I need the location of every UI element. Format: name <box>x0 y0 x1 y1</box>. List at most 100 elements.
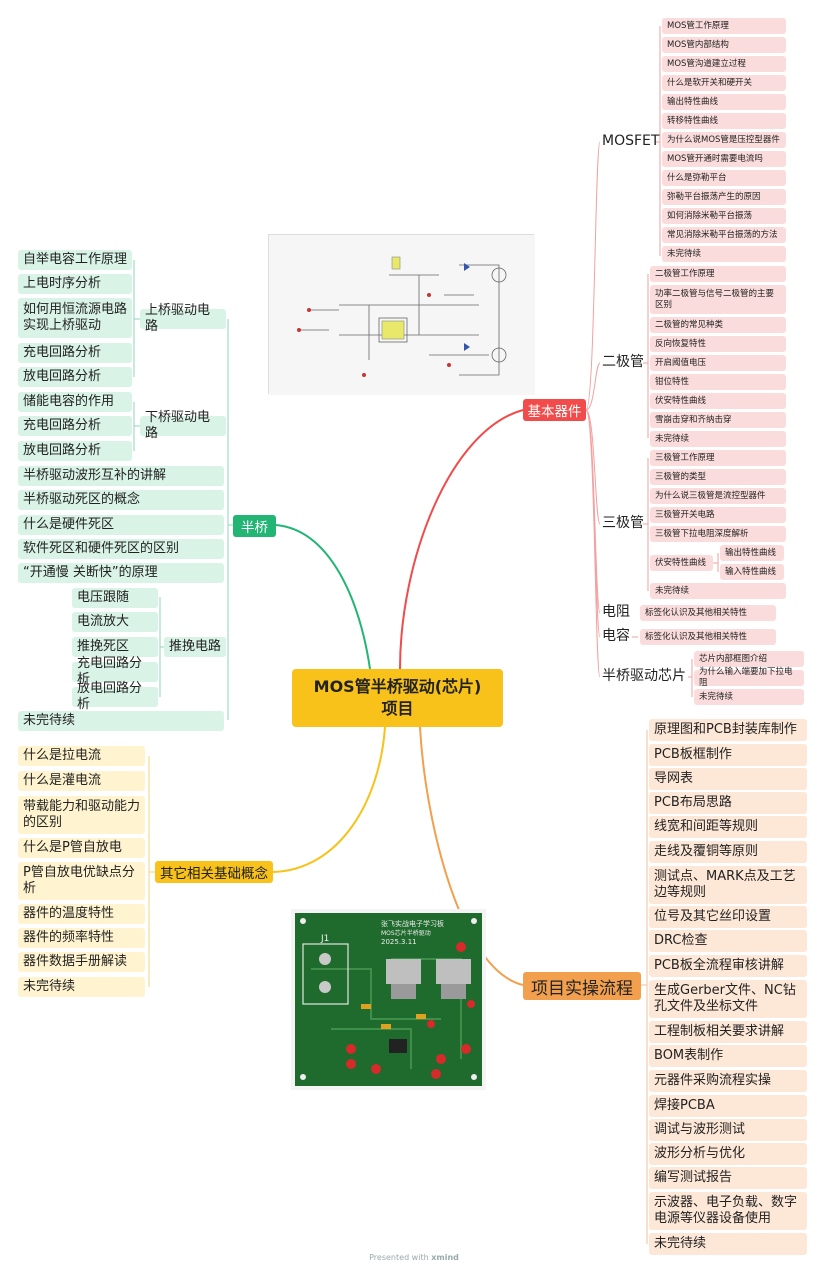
transistor-item[interactable]: 三极管下拉电阻深度解析 <box>650 526 786 542</box>
pushpull-item[interactable]: 电压跟随 <box>72 588 158 608</box>
chip-item[interactable]: 未完待续 <box>694 689 804 705</box>
branch-basic[interactable]: 基本器件 <box>523 399 586 421</box>
practice-item[interactable]: 焊接PCBA <box>649 1095 807 1117</box>
topic-transistor[interactable]: 三极管 <box>602 515 644 532</box>
lower-item[interactable]: 充电回路分析 <box>18 416 132 436</box>
mosfet-item[interactable]: 常见消除米勒平台振荡的方法 <box>662 227 786 243</box>
topic-push-pull[interactable]: 推挽电路 <box>164 637 226 657</box>
concept-item[interactable]: 带载能力和驱动能力的区别 <box>18 796 145 834</box>
diode-item[interactable]: 二极管的常见种类 <box>650 317 786 333</box>
branch-concepts[interactable]: 其它相关基础概念 <box>155 861 273 883</box>
footer-prefix: Presented with <box>369 1253 429 1262</box>
concept-item[interactable]: 什么是灌电流 <box>18 771 145 791</box>
practice-item[interactable]: PCB布局思路 <box>649 792 807 814</box>
mosfet-item[interactable]: MOS管沟道建立过程 <box>662 56 786 72</box>
practice-item[interactable]: 工程制板相关要求讲解 <box>649 1021 807 1043</box>
transistor-item[interactable]: 三极管开关电路 <box>650 507 786 523</box>
topic-upper-bridge[interactable]: 上桥驱动电路 <box>140 303 226 334</box>
half-bridge-item[interactable]: “开通慢 关断快”的原理 <box>18 563 224 583</box>
upper-item[interactable]: 自举电容工作原理 <box>18 250 132 270</box>
concept-item[interactable]: 什么是P管自放电 <box>18 838 145 858</box>
mosfet-item[interactable]: 什么是软开关和硬开关 <box>662 75 786 91</box>
mosfet-item[interactable]: 未完待续 <box>662 246 786 262</box>
practice-item[interactable]: 元器件采购流程实操 <box>649 1070 807 1092</box>
transistor-item[interactable]: 为什么说三极管是流控型器件 <box>650 488 786 504</box>
mosfet-item[interactable]: MOS管内部结构 <box>662 37 786 53</box>
mosfet-item[interactable]: MOS管开通时需要电流吗 <box>662 151 786 167</box>
half-bridge-item[interactable]: 什么是硬件死区 <box>18 515 224 535</box>
diode-item[interactable]: 开启阈值电压 <box>650 355 786 371</box>
practice-item[interactable]: PCB板全流程审核讲解 <box>649 955 807 977</box>
concept-item[interactable]: P管自放电优缺点分析 <box>18 862 145 900</box>
practice-item[interactable]: 位号及其它丝印设置 <box>649 906 807 928</box>
topic-lower-bridge[interactable]: 下桥驱动电路 <box>140 410 226 441</box>
practice-item[interactable]: 走线及覆铜等原则 <box>649 841 807 863</box>
diode-item[interactable]: 二极管工作原理 <box>650 266 786 282</box>
concept-item[interactable]: 未完待续 <box>18 977 145 997</box>
diode-item[interactable]: 未完待续 <box>650 431 786 447</box>
pushpull-item[interactable]: 推挽死区 <box>72 637 158 657</box>
topic-halfbridge-chip[interactable]: 半桥驱动芯片 <box>602 668 686 685</box>
practice-item[interactable]: 线宽和间距等规则 <box>649 816 807 838</box>
topic-mosfet[interactable]: MOSFET <box>602 133 660 150</box>
practice-item[interactable]: BOM表制作 <box>649 1045 807 1067</box>
concept-item[interactable]: 器件的频率特性 <box>18 928 145 948</box>
practice-item[interactable]: 示波器、电子负载、数字电源等仪器设备使用 <box>649 1192 807 1230</box>
central-topic[interactable]: MOS管半桥驱动(芯片)项目 <box>292 669 503 727</box>
transistor-item[interactable]: 三极管的类型 <box>650 469 786 485</box>
practice-item[interactable]: 生成Gerber文件、NC钻孔文件及坐标文件 <box>649 980 807 1018</box>
concept-item[interactable]: 什么是拉电流 <box>18 746 145 766</box>
pushpull-item[interactable]: 充电回路分析 <box>72 656 158 687</box>
practice-item[interactable]: DRC检查 <box>649 930 807 952</box>
branch-half-bridge[interactable]: 半桥 <box>233 515 276 537</box>
transistor-curve-item[interactable]: 输出特性曲线 <box>720 545 784 561</box>
mosfet-item[interactable]: MOS管工作原理 <box>662 18 786 34</box>
practice-item[interactable]: 测试点、MARK点及工艺边等规则 <box>649 866 807 904</box>
chip-item[interactable]: 芯片内部框图介绍 <box>694 651 804 667</box>
practice-item[interactable]: 导网表 <box>649 768 807 790</box>
mosfet-item[interactable]: 输出特性曲线 <box>662 94 786 110</box>
mosfet-item[interactable]: 什么是弥勒平台 <box>662 170 786 186</box>
upper-item[interactable]: 如何用恒流源电路实现上桥驱动 <box>18 298 132 338</box>
topic-capacitor[interactable]: 电容 <box>602 628 630 645</box>
practice-item[interactable]: 原理图和PCB封装库制作 <box>649 719 807 741</box>
upper-item[interactable]: 上电时序分析 <box>18 274 132 294</box>
pushpull-item[interactable]: 放电回路分析 <box>72 681 158 712</box>
practice-item[interactable]: 未完待续 <box>649 1233 807 1255</box>
chip-item[interactable]: 为什么输入端要加下拉电阻 <box>694 667 804 688</box>
diode-item[interactable]: 钳位特性 <box>650 374 786 390</box>
upper-item[interactable]: 充电回路分析 <box>18 343 132 363</box>
mosfet-item[interactable]: 如何消除米勒平台振荡 <box>662 208 786 224</box>
resistor-item[interactable]: 标签化认识及其他相关特性 <box>640 605 776 621</box>
pushpull-item[interactable]: 电流放大 <box>72 612 158 632</box>
capacitor-item[interactable]: 标签化认识及其他相关特性 <box>640 629 776 645</box>
practice-item[interactable]: 编写测试报告 <box>649 1167 807 1189</box>
upper-item[interactable]: 放电回路分析 <box>18 367 132 387</box>
concept-item[interactable]: 器件数据手册解读 <box>18 952 145 972</box>
diode-item[interactable]: 伏安特性曲线 <box>650 393 786 409</box>
topic-diode[interactable]: 二极管 <box>602 354 644 371</box>
lower-item[interactable]: 储能电容的作用 <box>18 392 132 412</box>
mosfet-item[interactable]: 转移特性曲线 <box>662 113 786 129</box>
lower-item[interactable]: 放电回路分析 <box>18 441 132 461</box>
transistor-item[interactable]: 伏安特性曲线 <box>650 555 713 571</box>
mosfet-item[interactable]: 弥勒平台振荡产生的原因 <box>662 189 786 205</box>
transistor-item[interactable]: 三极管工作原理 <box>650 450 786 466</box>
transistor-curve-item[interactable]: 输入特性曲线 <box>720 564 784 580</box>
diode-item[interactable]: 雪崩击穿和齐纳击穿 <box>650 412 786 428</box>
diode-item[interactable]: 反向恢复特性 <box>650 336 786 352</box>
practice-item[interactable]: PCB板框制作 <box>649 744 807 766</box>
diode-item[interactable]: 功率二极管与信号二极管的主要区别 <box>650 285 786 314</box>
transistor-item[interactable]: 未完待续 <box>650 583 786 599</box>
half-bridge-item[interactable]: 软件死区和硬件死区的区别 <box>18 539 224 559</box>
practice-item[interactable]: 波形分析与优化 <box>649 1143 807 1165</box>
half-bridge-tbc[interactable]: 未完待续 <box>18 711 224 731</box>
mosfet-item[interactable]: 为什么说MOS管是压控型器件 <box>662 132 786 148</box>
practice-item[interactable]: 调试与波形测试 <box>649 1119 807 1141</box>
half-bridge-item[interactable]: 半桥驱动死区的概念 <box>18 490 224 510</box>
concept-item[interactable]: 器件的温度特性 <box>18 904 145 924</box>
half-bridge-item[interactable]: 半桥驱动波形互补的讲解 <box>18 466 224 486</box>
topic-resistor[interactable]: 电阻 <box>602 604 630 621</box>
branch-practice[interactable]: 项目实操流程 <box>523 972 641 1000</box>
